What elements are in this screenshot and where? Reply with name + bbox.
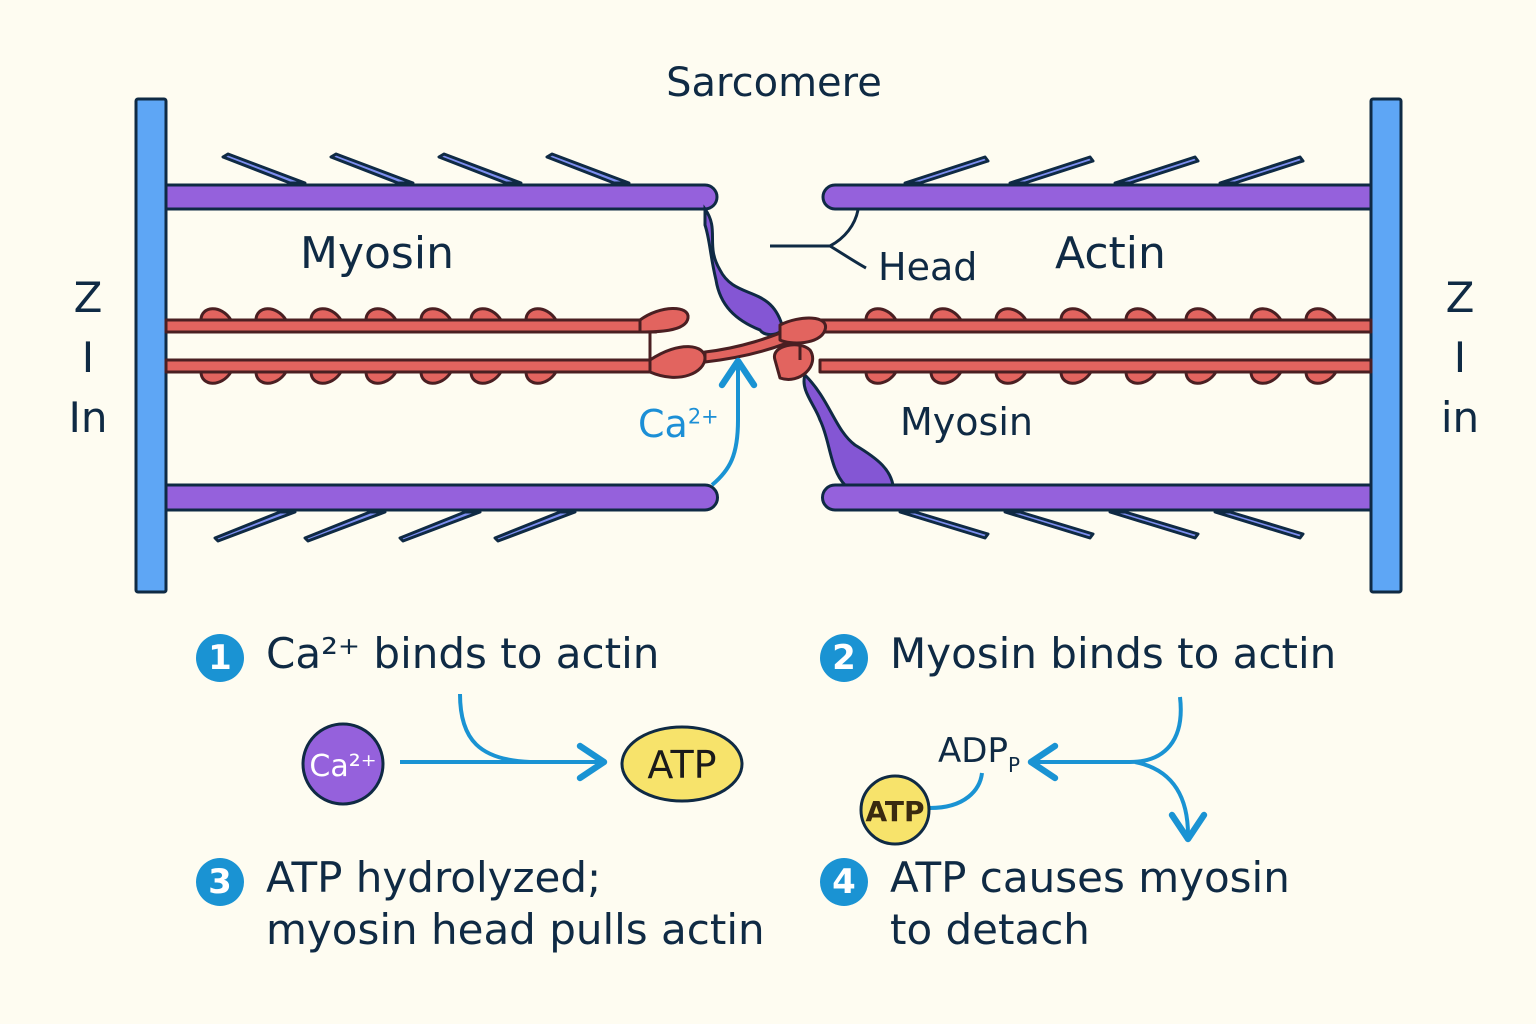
z-line-label-left: Z I In <box>68 273 108 442</box>
actin-bump <box>929 307 964 322</box>
actin-bump <box>994 370 1029 385</box>
atp-small-circle <box>859 774 931 846</box>
actin-bump <box>1184 307 1219 322</box>
actin-bump <box>1304 307 1339 322</box>
actin-bump <box>1184 370 1219 385</box>
head-pointer-line <box>770 209 867 270</box>
ca-ion-text: Ca²⁺ <box>309 749 376 784</box>
atp-small-text: ATP <box>865 795 924 828</box>
actin-bump <box>864 370 899 385</box>
actin-bump <box>364 307 399 322</box>
head-label: Head <box>878 245 978 289</box>
step-number-badge: 2 <box>820 634 868 682</box>
actin-bump <box>524 370 559 385</box>
actin-bump <box>994 307 1029 322</box>
actin-label: Actin <box>1055 228 1166 279</box>
flow-arrow-to-adp <box>1027 696 1183 782</box>
ca-ion-circle <box>301 722 385 806</box>
actin-bumps <box>199 307 1339 385</box>
flow-arrow-to-step4 <box>1134 760 1208 843</box>
actin-bump <box>1304 370 1339 385</box>
actin-bump <box>524 307 559 322</box>
actin-bump <box>1124 307 1159 322</box>
actin-bump <box>254 307 289 322</box>
actin-bump <box>469 307 504 322</box>
actin-bump <box>1249 370 1284 385</box>
actin-bump <box>309 370 344 385</box>
step-text: Ca²⁺ binds to actin <box>266 629 660 678</box>
actin-bump <box>1249 307 1284 322</box>
myosin-label-bottom: Myosin <box>900 400 1033 444</box>
atp-to-adp-connector <box>929 772 984 810</box>
myosin-head-top <box>703 204 784 337</box>
flow-arrow-step1-curve <box>458 693 531 764</box>
actin-bump <box>254 370 289 385</box>
actin-filaments <box>164 307 1373 381</box>
actin-bump <box>1059 370 1094 385</box>
ca-arrow-label: Ca2+ <box>638 402 719 446</box>
actin-bump <box>199 307 234 322</box>
actin-bump <box>864 307 899 322</box>
step-2: 2 Myosin binds to actin <box>820 628 1336 682</box>
myosin-spikes-bottom-left <box>213 510 577 543</box>
step-number-badge: 3 <box>196 858 244 906</box>
atp-oval-text: ATP <box>647 743 716 787</box>
step-number-badge: 1 <box>196 634 244 682</box>
z-line-left <box>134 97 168 594</box>
actin-bump <box>1059 307 1094 322</box>
actin-bump <box>929 370 964 385</box>
step-1: 1 Ca²⁺ binds to actin <box>196 628 659 682</box>
actin-bump <box>1124 370 1159 385</box>
step-text: Myosin binds to actin <box>890 629 1337 678</box>
myosin-spikes-top-right <box>903 155 1305 185</box>
diagram-title: Sarcomere <box>666 60 882 106</box>
actin-bump <box>469 370 504 385</box>
z-line-label-right: Z I in <box>1440 273 1480 442</box>
myosin-head-bottom <box>802 372 895 487</box>
atp-oval <box>620 725 744 803</box>
actin-bump <box>199 370 234 385</box>
actin-bump <box>419 370 454 385</box>
ca-arrow <box>710 357 758 487</box>
actin-bump <box>419 307 454 322</box>
myosin-filaments <box>164 183 1373 512</box>
myosin-label-top: Myosin <box>300 228 454 279</box>
z-line-right <box>1369 97 1403 594</box>
step-3: 3 ATP hydrolyzed;myosin head pulls actin <box>196 852 765 956</box>
actin-bump <box>309 307 344 322</box>
actin-bump <box>364 370 399 385</box>
adp-label: ADPP <box>938 731 1020 777</box>
step-number-badge: 4 <box>820 858 868 906</box>
myosin-spikes-bottom-right <box>898 510 1305 540</box>
step-text: ATP hydrolyzed;myosin head pulls actin <box>266 853 765 954</box>
myosin-spikes-top-left <box>221 152 631 185</box>
